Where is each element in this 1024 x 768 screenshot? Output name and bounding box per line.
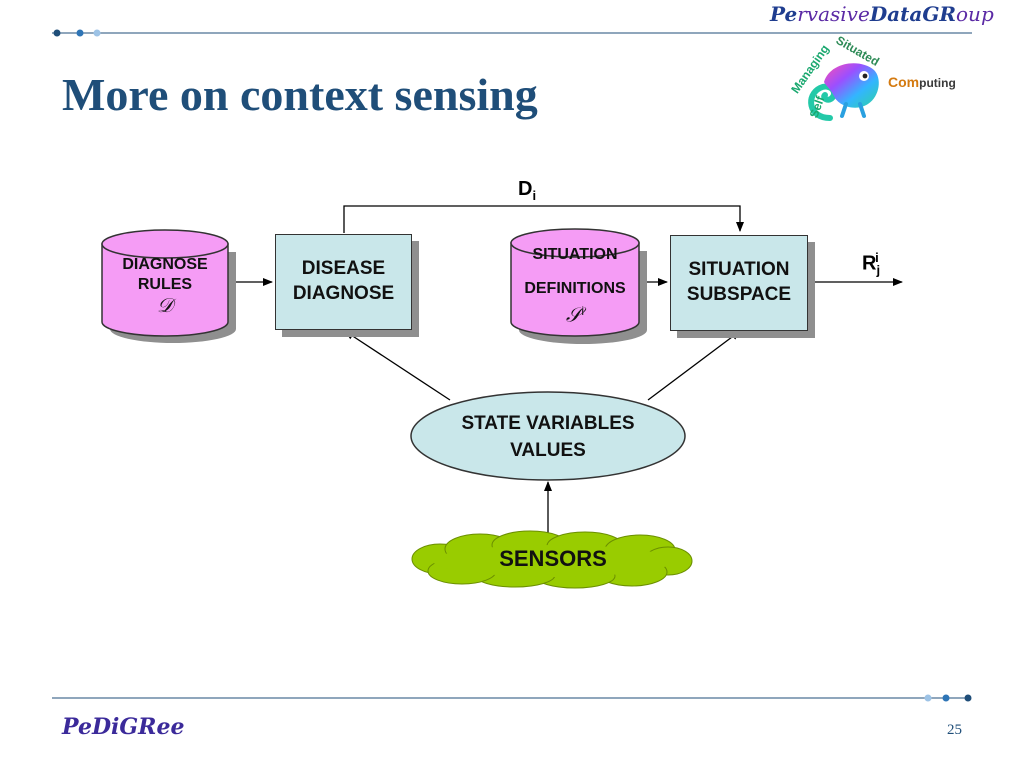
situation-definitions-symbol-sup: i bbox=[581, 304, 585, 318]
sensors-cloud bbox=[411, 530, 693, 589]
situation-subspace-line1: SITUATION bbox=[688, 259, 790, 281]
header-dot-3 bbox=[93, 29, 101, 37]
footer-dot-2 bbox=[942, 694, 950, 702]
state-variables-ellipse bbox=[410, 391, 686, 481]
situation-subspace-box: SITUATION SUBSPACE bbox=[670, 235, 808, 331]
situation-subspace-line2: SUBSPACE bbox=[686, 284, 792, 305]
footer-dot-3 bbox=[964, 694, 972, 702]
d-i-label: Di bbox=[518, 178, 537, 203]
diagnose-rules-line2: RULES bbox=[137, 276, 193, 293]
situation-definitions-symbol: 𝒮 bbox=[565, 302, 582, 327]
footer-dot-1 bbox=[924, 694, 932, 702]
slide-title: More on context sensing bbox=[62, 69, 538, 120]
brand-footer: PeDiGRee bbox=[62, 714, 185, 740]
disease-diagnose-line2: DIAGNOSE bbox=[292, 283, 395, 304]
header-rule bbox=[52, 29, 972, 37]
state-to-subspace-arrow bbox=[647, 330, 741, 401]
situation-definitions-line1: SITUATION bbox=[532, 246, 618, 263]
diagnose-rules-cylinder bbox=[101, 229, 236, 343]
feedback-arrow bbox=[343, 205, 744, 233]
situation-definitions-line2: DEFINITIONS bbox=[524, 280, 626, 297]
r-j-i-label: Rji bbox=[862, 250, 881, 278]
logo-computing: Computing bbox=[888, 74, 956, 90]
brand-header: PervasiveDataGRoup bbox=[770, 2, 994, 26]
state-variables-label: STATE VARIABLES VALUES bbox=[411, 410, 685, 464]
page-number: 25 bbox=[947, 722, 962, 738]
chameleon-logo bbox=[808, 63, 879, 121]
state-variables-line2: VALUES bbox=[510, 440, 586, 461]
diagnose-rules-label: DIAGNOSE RULES 𝒟 bbox=[102, 255, 228, 315]
disease-diagnose-box: DISEASE DIAGNOSE bbox=[275, 234, 412, 330]
footer-rule bbox=[52, 694, 972, 702]
situation-definitions-cylinder bbox=[510, 228, 647, 344]
state-variables-line1: STATE VARIABLES bbox=[461, 413, 635, 434]
header-dot-1 bbox=[53, 29, 61, 37]
disease-diagnose-line1: DISEASE bbox=[301, 258, 386, 280]
state-to-diagnose-arrow bbox=[344, 330, 451, 401]
situation-definitions-label: SITUATION DEFINITIONS 𝒮i bbox=[505, 245, 645, 327]
diagnose-rules-symbol: 𝒟 bbox=[157, 293, 173, 317]
sensors-label: SENSORS bbox=[499, 546, 607, 571]
header-dot-2 bbox=[76, 29, 84, 37]
diagnose-rules-line1: DIAGNOSE bbox=[122, 256, 208, 273]
